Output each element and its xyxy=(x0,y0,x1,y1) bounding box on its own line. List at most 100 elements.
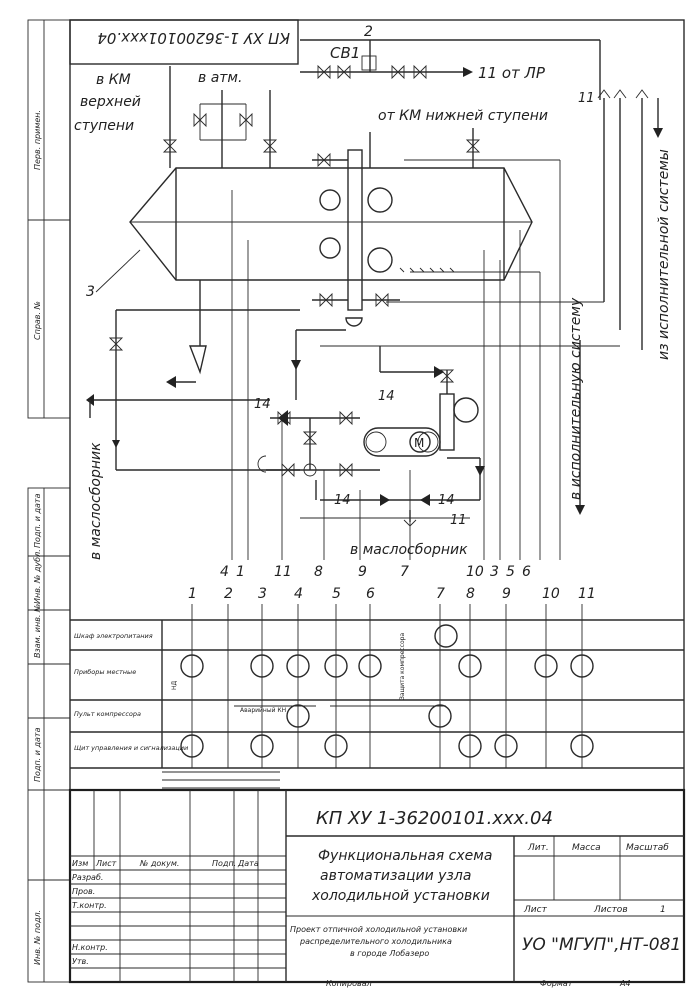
side-podp-data-2: Подп. и дата xyxy=(33,727,42,782)
side-vzam-inv: Взам. инв. № xyxy=(33,604,42,658)
instrument-local-1 xyxy=(180,654,204,678)
instrument-board-11 xyxy=(570,734,594,758)
label-n11-mid: 11 xyxy=(450,513,467,528)
title-org: УО "МГУП",НТ-081 xyxy=(522,935,681,955)
line-number-7: 7 xyxy=(400,564,409,580)
instrument-panel-4 xyxy=(286,704,310,728)
row-label-control-board: Щит управления и сигнализации xyxy=(74,744,188,752)
instrument-number-10: 10 xyxy=(542,586,560,602)
label-n14-b: 14 xyxy=(378,389,395,404)
instrument-local-8 xyxy=(458,654,482,678)
format-value: А4 xyxy=(619,979,631,988)
label-eleven-top-right: 11 xyxy=(578,91,595,106)
line-number-6: 6 xyxy=(522,564,531,580)
label-vertical-note: Защита компрессора xyxy=(399,633,406,700)
title-block: КП ХУ 1-36200101.ххх.04 Функциональная с… xyxy=(68,788,686,984)
label-alarm: Аварийный КН xyxy=(240,707,286,714)
label-to-oil-bottom: в маслосборник xyxy=(350,542,468,558)
valve-group-top xyxy=(317,55,427,80)
header-sheet: Лист xyxy=(523,905,548,915)
line-number-1: 1 xyxy=(236,564,245,580)
label-to-exec-system: в исполнительную систему xyxy=(568,297,584,500)
title-code: КП ХУ 1-36200101.ххх.04 xyxy=(316,808,553,829)
instrument-local-10 xyxy=(534,654,558,678)
instrument-board-8 xyxy=(458,734,482,758)
instrument-local-3 xyxy=(250,654,274,678)
label-n14-a: 14 xyxy=(254,397,271,412)
top-stamp-code: КП ХУ 1-36200101xxx.04 xyxy=(97,29,290,47)
line-number-8: 8 xyxy=(314,564,323,580)
label-from-km-lower: от КМ нижней ступени xyxy=(378,108,548,124)
instrument-board-1 xyxy=(180,734,204,758)
format-label: Формат xyxy=(540,979,573,988)
instrument-number-4: 4 xyxy=(294,586,303,602)
instrument-number-2: 2 xyxy=(224,586,233,602)
role-razrab: Разраб. xyxy=(72,873,103,882)
instrument-number-11: 11 xyxy=(578,586,596,602)
instrument-board-3 xyxy=(250,734,274,758)
instrument-number-3: 3 xyxy=(258,586,267,602)
title-line-2: автоматизации узла xyxy=(320,868,471,884)
label-n14-c: 14 xyxy=(334,493,351,508)
instrument-local-11 xyxy=(570,654,594,678)
row-label-compressor-panel: Пульт компрессора xyxy=(74,710,141,718)
instrument-number-6: 6 xyxy=(366,586,375,602)
line-number-9: 9 xyxy=(358,564,367,580)
col-list: Лист xyxy=(95,859,117,868)
subtitle-line-1: Проект отпичной холодильной установки xyxy=(290,925,467,934)
col-podp: Подп. xyxy=(212,859,236,868)
side-inv-podl: Инв. № подл. xyxy=(33,910,42,965)
col-data: Дата xyxy=(237,859,259,868)
row-label-power-cabinet: Шкаф электропитания xyxy=(74,632,153,640)
instrument-board-5 xyxy=(324,734,348,758)
side-podp-data-1: Подп. и дата xyxy=(33,493,42,548)
subtitle-line-3: в городе Лобазеро xyxy=(350,949,429,958)
label-sv1: СВ1 xyxy=(330,44,360,62)
instrument-local-4 xyxy=(286,654,310,678)
line-number-4: 4 xyxy=(220,564,229,580)
subtitle-line-2: распределительного холодильника xyxy=(299,937,452,946)
label-hd: НД xyxy=(171,680,178,690)
title-line-1: Функциональная схема xyxy=(318,848,492,864)
sheets-count: 1 xyxy=(660,905,666,915)
line-number-10: 10 xyxy=(466,564,484,580)
role-prov: Пров. xyxy=(72,887,95,896)
side-column-labels: Перв. примен. Справ. № Подп. и дата Инв.… xyxy=(33,110,42,965)
label-km-upper-1: в КМ xyxy=(96,72,131,88)
instrument-number-8: 8 xyxy=(466,586,475,602)
instrument-power-7 xyxy=(434,624,458,648)
row-label-local-devices: Приборы местные xyxy=(74,668,136,676)
label-motor: М xyxy=(414,436,424,450)
instrument-board-9 xyxy=(494,734,518,758)
header-scale: Масштаб xyxy=(626,843,669,853)
label-km-upper-2: верхней xyxy=(80,94,141,110)
label-from-exec-system: из исполнительной системы xyxy=(656,149,672,360)
label-to-atm: в атм. xyxy=(198,70,242,86)
instrument-number-9: 9 xyxy=(502,586,511,602)
side-inv-dubl: Инв. № дубл. xyxy=(33,549,42,604)
copied-label: Копировал xyxy=(326,979,372,988)
instrument-number-1: 1 xyxy=(188,586,197,602)
instrument-panel-7 xyxy=(428,704,452,728)
label-from-lr: 11 от ЛР xyxy=(478,64,546,82)
top-stamp: КП ХУ 1-36200101xxx.04 xyxy=(69,19,299,65)
connectors-top-right xyxy=(597,89,663,350)
instrument-number-7: 7 xyxy=(436,586,445,602)
side-sprav-no: Справ. № xyxy=(33,301,42,340)
instrument-table: Шкаф электропитания Приборы местные Пуль… xyxy=(70,586,684,789)
vessel-main xyxy=(129,167,533,281)
instrument-local-6 xyxy=(358,654,382,678)
role-tkontr: Т.контр. xyxy=(72,901,107,910)
label-n14-d: 14 xyxy=(438,493,455,508)
line-number-3: 3 xyxy=(490,564,499,580)
role-utv: Утв. xyxy=(72,957,89,966)
line-numbers: 4 1 11 8 9 7 10 3 5 6 xyxy=(220,564,531,580)
col-izm: Изм xyxy=(72,859,88,868)
col-dokum: № докум. xyxy=(139,859,179,868)
title-line-3: холодильной установки xyxy=(311,888,490,904)
line-number-11: 11 xyxy=(274,564,292,580)
sheet-frame xyxy=(27,19,685,983)
header-lit: Лит. xyxy=(527,843,549,853)
